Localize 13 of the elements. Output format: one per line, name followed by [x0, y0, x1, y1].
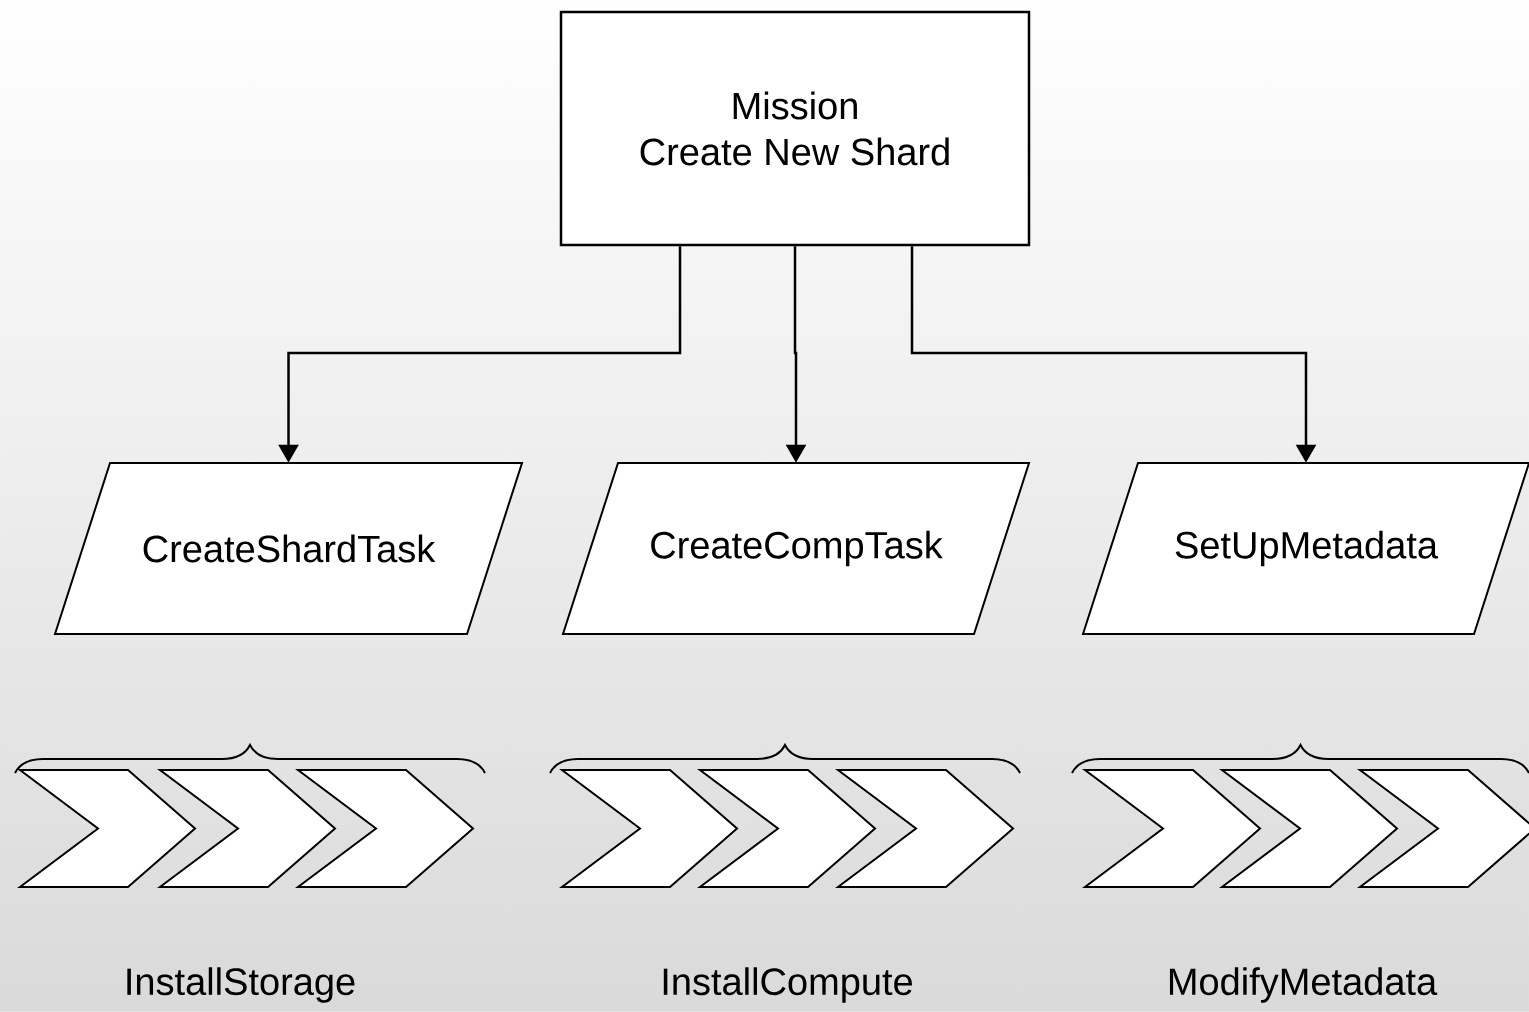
chevron-shape: [559, 769, 739, 888]
chevron-shape: [17, 769, 197, 888]
process-box: Mission Create New Shard: [559, 10, 1031, 247]
chevron-shape: [697, 769, 877, 888]
step-label: InstallCompute: [663, 967, 912, 1003]
chevron-shape: [1357, 769, 1529, 888]
chevron-shape: [1082, 769, 1262, 888]
chevron-shape: [1219, 769, 1399, 888]
step-label: InstallStorage: [127, 967, 355, 1003]
chevron-shape: [295, 769, 475, 888]
chevron-shape: [157, 769, 337, 888]
step-label: ModifyMetadata: [1169, 967, 1438, 1003]
chevron-shape: [835, 769, 1015, 888]
